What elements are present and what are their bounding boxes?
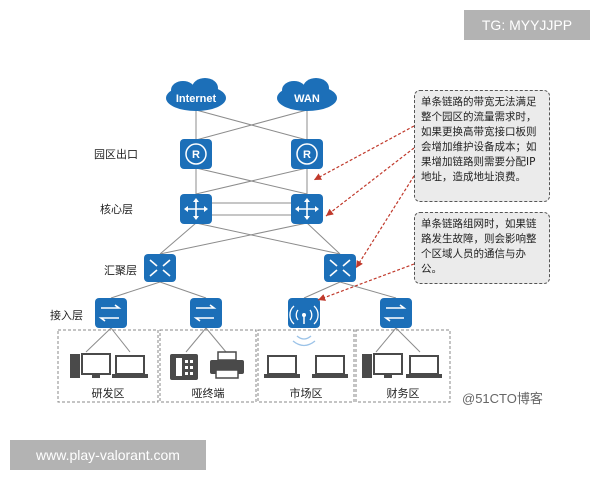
link-a1-s2 bbox=[159, 281, 207, 299]
zone-label-finance: 财务区 bbox=[386, 387, 420, 400]
link-c1-a2 bbox=[195, 222, 341, 255]
zone-label-market: 市场区 bbox=[289, 387, 323, 400]
link-r2-c1 bbox=[195, 167, 308, 195]
link-c2-a1 bbox=[159, 222, 308, 255]
core-switch-icon bbox=[291, 194, 323, 224]
desktop-pc-icon bbox=[362, 353, 403, 378]
link-a1-s1 bbox=[110, 281, 161, 299]
arrow-to-egress bbox=[313, 125, 415, 181]
zone-boxes bbox=[57, 329, 451, 403]
link-s2-printer bbox=[205, 327, 227, 353]
cloud-internet-label: Internet bbox=[176, 93, 217, 105]
cloud-wan: WAN bbox=[277, 78, 337, 111]
link-a2-ap bbox=[303, 281, 341, 299]
link-a2-s4 bbox=[339, 281, 397, 299]
link-s4-pc bbox=[375, 327, 397, 353]
link-s2-phone bbox=[185, 327, 207, 353]
cloud-internet: Internet bbox=[166, 78, 226, 111]
zone-box-rd bbox=[57, 329, 159, 403]
svg-text:R: R bbox=[303, 149, 311, 161]
callout-failure: 单条链路组网时，如果链路发生故障，则会影响整个区域人员的通信与办公。 bbox=[414, 212, 550, 284]
layer-label-access: 接入层 bbox=[50, 309, 83, 322]
arrow-to-aggregation bbox=[355, 175, 415, 269]
arrow-to-core bbox=[325, 147, 415, 217]
laptop-icon bbox=[112, 355, 148, 378]
router-icon: R bbox=[180, 139, 212, 169]
link-c2-a2 bbox=[306, 222, 341, 255]
phone-icon bbox=[170, 354, 198, 380]
layer-label-egress: 园区出口 bbox=[94, 148, 138, 161]
arrow-to-access bbox=[317, 263, 415, 301]
wireless-ap-icon bbox=[288, 298, 320, 328]
link-s1-pc bbox=[85, 327, 112, 353]
access-switch-icon bbox=[190, 298, 222, 328]
site-url-badge: www.play-valorant.com bbox=[10, 440, 206, 470]
layer-label-core: 核心层 bbox=[100, 203, 133, 216]
links bbox=[85, 109, 421, 353]
callout-bandwidth: 单条链路的带宽无法满足整个园区的流量需求时，如果更换高带宽接口板则会增加维护设备… bbox=[414, 90, 550, 202]
desktop-pc-icon bbox=[70, 353, 111, 378]
laptop-icon bbox=[264, 355, 300, 378]
svg-text:R: R bbox=[192, 149, 200, 161]
core-switch-icon bbox=[180, 194, 212, 224]
laptop-icon bbox=[406, 355, 442, 378]
zone-box-terminal bbox=[159, 329, 257, 403]
callout-arrows bbox=[313, 125, 415, 301]
zone-label-terminal: 哑终端 bbox=[191, 387, 225, 400]
link-s4-laptop bbox=[395, 327, 421, 353]
watermark-text: @51CTO博客 bbox=[462, 391, 543, 406]
tg-badge: TG: MYYJJPP bbox=[464, 10, 590, 40]
access-switch-icon bbox=[95, 298, 127, 328]
access-switch-icon bbox=[380, 298, 412, 328]
link-c1-a1 bbox=[159, 222, 197, 255]
layer-label-aggregation: 汇聚层 bbox=[104, 264, 137, 277]
link-s1-laptop bbox=[110, 327, 131, 353]
router-icon: R bbox=[291, 139, 323, 169]
aggregation-switch-icon bbox=[324, 254, 356, 282]
zone-box-market bbox=[257, 329, 355, 403]
wifi-signal-icon bbox=[292, 335, 316, 347]
zone-label-rd: 研发区 bbox=[91, 387, 125, 400]
laptop-icon bbox=[312, 355, 348, 378]
zone-box-finance bbox=[355, 329, 451, 403]
link-wan-r1 bbox=[195, 109, 308, 141]
cloud-wan-label: WAN bbox=[294, 93, 320, 105]
printer-icon bbox=[210, 351, 244, 379]
aggregation-switch-icon bbox=[144, 254, 176, 282]
